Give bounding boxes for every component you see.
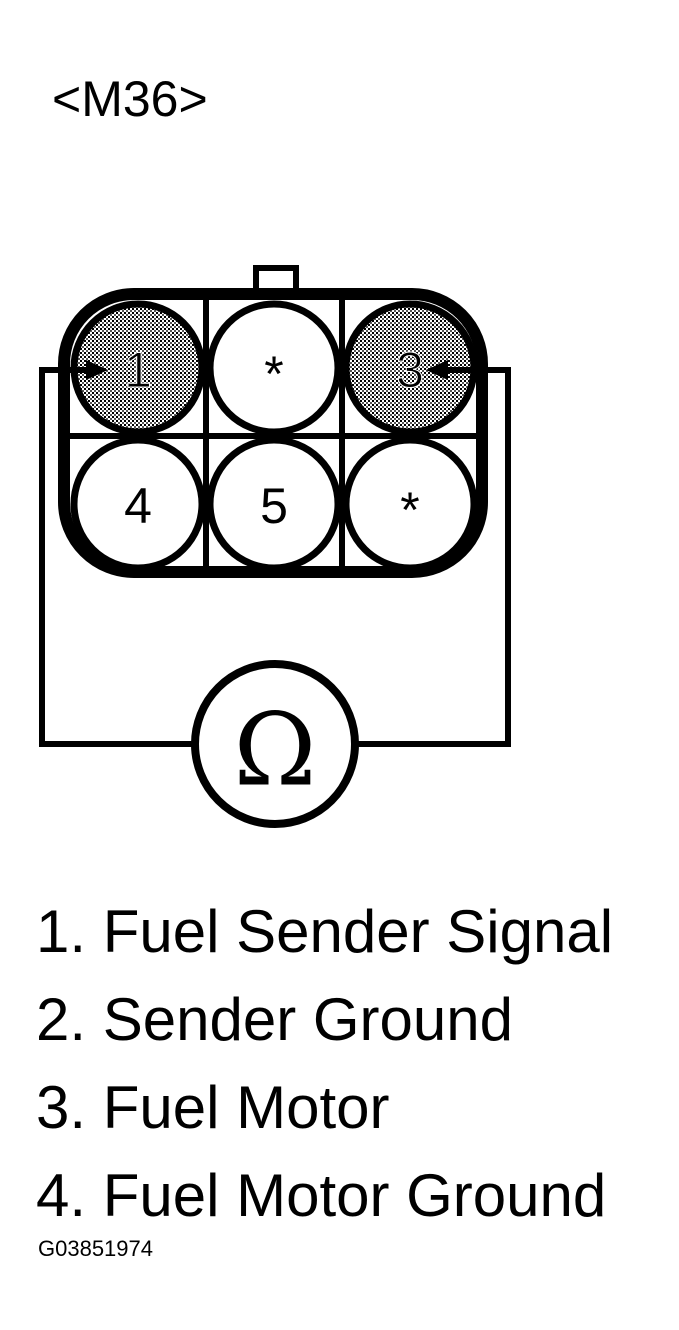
pin-label: 3 <box>396 342 424 398</box>
left-meter-lead <box>39 367 196 747</box>
pin-label: * <box>400 482 419 538</box>
connector-grid <box>66 296 480 570</box>
connector-title: <M36> <box>52 71 208 127</box>
pin-circle <box>342 436 478 572</box>
ohmmeter <box>191 660 359 828</box>
pin-label: 5 <box>260 478 288 534</box>
pin-circle <box>70 436 206 572</box>
pin-cavity: 1 <box>70 300 206 436</box>
pin-label: 1 <box>124 342 152 398</box>
figure-id: G03851974 <box>38 1236 153 1261</box>
ohmmeter-icon: Ω <box>234 692 317 809</box>
pin-circle <box>206 436 342 572</box>
legend-item: 3. Fuel Motor <box>36 1074 390 1141</box>
legend-item: 2. Sender Ground <box>36 986 513 1053</box>
pin-cavity: * <box>206 300 342 436</box>
pin-circle <box>206 300 342 436</box>
pin-legend: 1. Fuel Sender Signal 2. Sender Ground 3… <box>36 888 613 1240</box>
pin-label: 4 <box>124 478 152 534</box>
meter-leads <box>39 367 511 747</box>
legend-item: 1. Fuel Sender Signal <box>36 898 614 965</box>
pin-cavity: 4 <box>70 436 206 572</box>
right-meter-lead <box>354 367 511 747</box>
pin-label: * <box>264 346 283 402</box>
pin-cavity: 5 <box>206 436 342 572</box>
pin-cavity: 3 <box>342 300 478 436</box>
legend-item: 4. Fuel Motor Ground <box>36 1162 607 1229</box>
connector-diagram: 1 * 3 4 5 * Ω <box>39 265 511 828</box>
pin-cavity: * <box>342 436 478 572</box>
right-probe-arrow <box>426 360 448 380</box>
probe-arrows <box>86 360 448 380</box>
left-probe-arrow <box>86 360 108 380</box>
